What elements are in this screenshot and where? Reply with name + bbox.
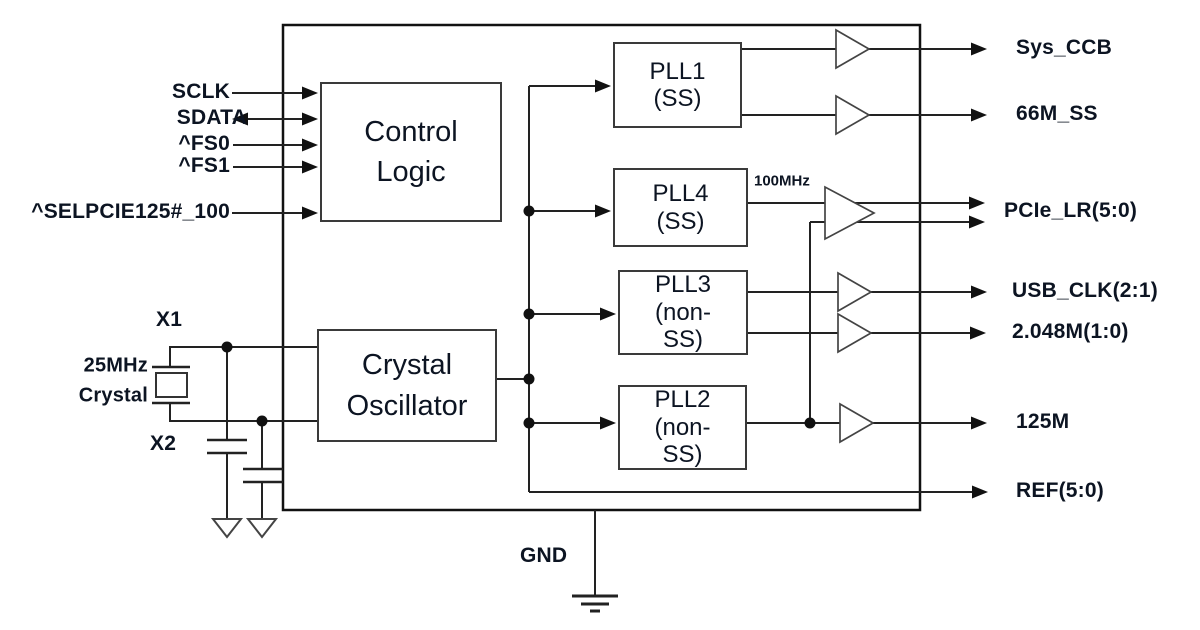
crystal-freq-label: 25MHz [83, 354, 148, 377]
pll3-label: PLL3 [654, 271, 712, 299]
pll3-block: PLL3 (non- SS) [618, 270, 748, 355]
chip-outline [281, 23, 922, 512]
crystal-circuit-wires [152, 346, 317, 520]
pll4-block: PLL4 (SS) [613, 168, 748, 247]
control-logic-block: Control Logic [320, 82, 502, 222]
pll2-label: PLL2 [654, 386, 711, 414]
pll4-type-label: (SS) [656, 207, 705, 235]
pll4-freq-annotation: 100MHz [754, 172, 810, 190]
buffer-triangle-icons [824, 28, 876, 444]
output-label-pcie-lr: PCIe_LR(5:0) [1004, 199, 1138, 222]
output-label-125m: 125M [1016, 410, 1070, 433]
pll2-type-label-line2: SS) [662, 441, 703, 469]
crystal-oscillator-label-line1: Crystal [361, 349, 453, 382]
output-label-sys-ccb: Sys_CCB [1016, 36, 1112, 59]
crystal-oscillator-label-line2: Oscillator [346, 389, 468, 422]
input-arrowhead-icons [232, 86, 318, 220]
earth-ground-icon [572, 510, 618, 613]
pll4-label: PLL4 [652, 180, 709, 208]
pll1-label: PLL1 [649, 57, 706, 85]
input-label-fs0: ^FS0 [178, 132, 230, 155]
crystal-icon [155, 372, 188, 398]
input-label-selpcie: ^SELPCIE125#_100 [31, 200, 230, 223]
crystal-oscillator-block: Crystal Oscillator [317, 329, 497, 442]
pll-input-arrowhead-icons [595, 79, 616, 430]
input-label-sdata: SDATA [176, 106, 247, 129]
control-logic-label-line1: Control [364, 115, 458, 148]
crystal-name-label: Crystal [78, 384, 148, 407]
ground-triangle-icons [210, 518, 279, 539]
pin-label-x2: X2 [150, 432, 177, 455]
pll3-type-label-line2: SS) [662, 326, 703, 354]
input-wires [232, 92, 304, 214]
output-wires [742, 48, 973, 424]
output-label-usb-clk: USB_CLK(2:1) [1012, 279, 1158, 302]
pll1-block: PLL1 (SS) [613, 42, 742, 128]
input-label-fs1: ^FS1 [178, 154, 230, 177]
pll2-block: PLL2 (non- SS) [618, 385, 747, 470]
output-label-ref: REF(5:0) [1016, 479, 1104, 502]
gnd-label: GND [520, 544, 568, 567]
pll3-type-label-line1: (non- [654, 298, 712, 326]
output-arrowhead-icons [969, 42, 988, 499]
output-label-2048m: 2.048M(1:0) [1012, 320, 1129, 343]
control-logic-label-line2: Logic [376, 156, 446, 188]
input-label-sclk: SCLK [172, 80, 230, 103]
pll1-type-label: (SS) [653, 85, 702, 112]
pll2-type-label-line1: (non- [654, 413, 711, 441]
junction-dots [221, 205, 816, 429]
pin-label-x1: X1 [156, 308, 183, 331]
output-label-66m-ss: 66M_SS [1016, 102, 1098, 125]
